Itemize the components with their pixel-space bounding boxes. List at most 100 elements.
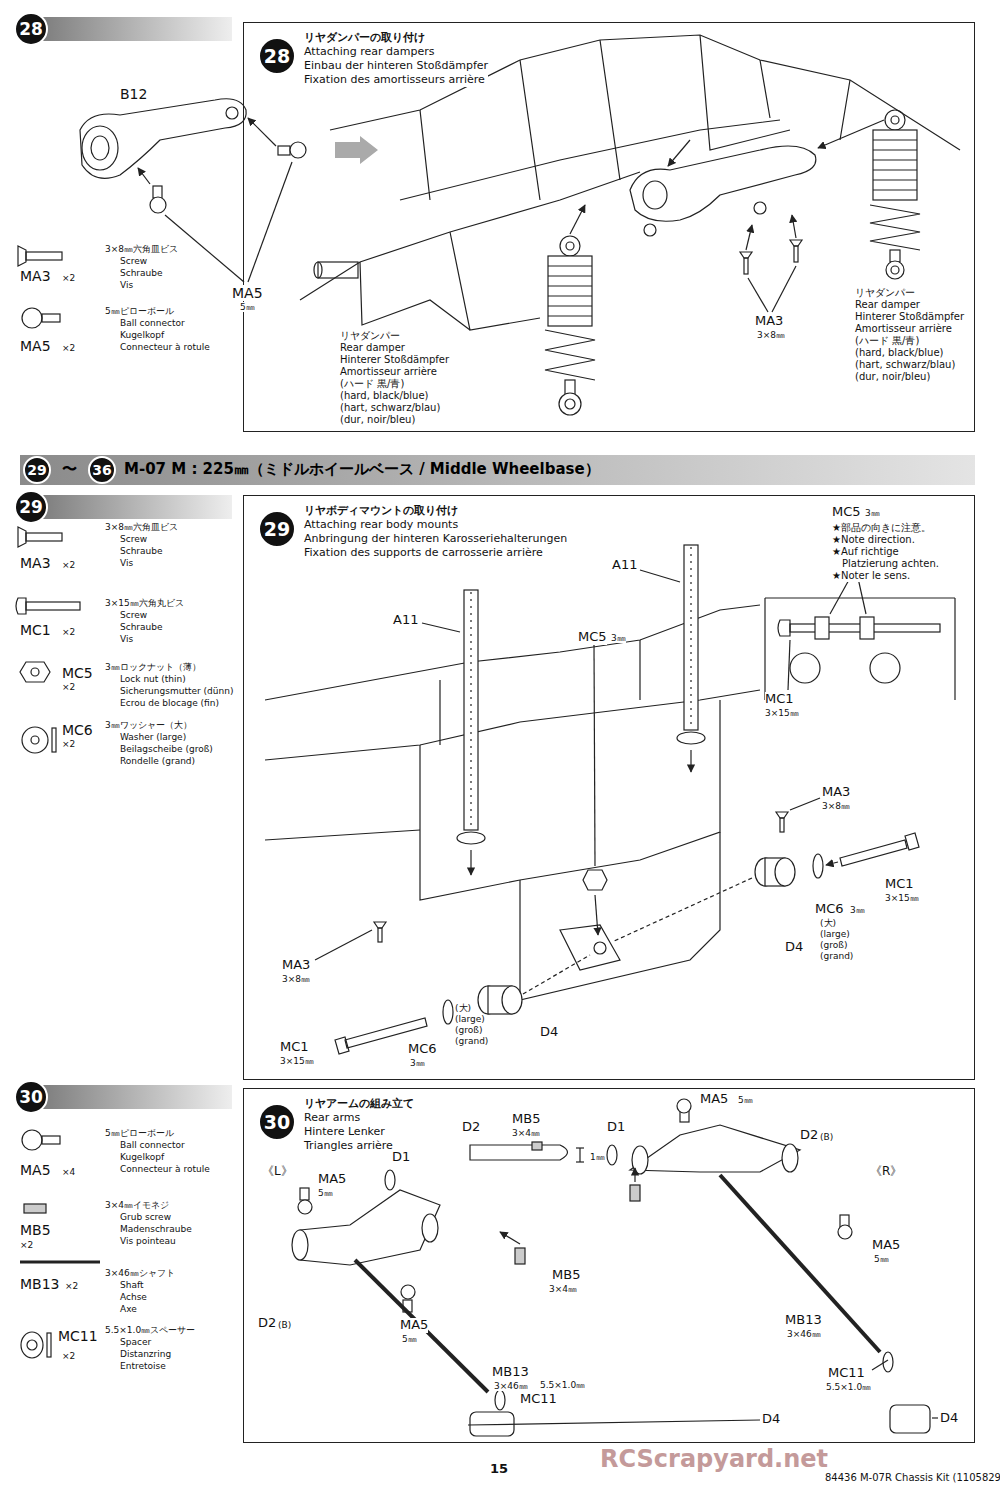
line-art	[82, 126, 118, 170]
step-number-circle: 28	[14, 12, 48, 46]
line-art	[790, 653, 820, 683]
part-code: MA5	[20, 1162, 51, 1178]
line-art	[21, 1332, 43, 1358]
part-code: MA5	[872, 1238, 900, 1253]
note-text: Achse	[120, 1292, 147, 1302]
line-art	[47, 1333, 51, 1357]
part-code: D1	[607, 1120, 625, 1135]
line-art	[870, 653, 900, 683]
note-text: 5㎜	[402, 1334, 417, 1344]
line-art	[594, 942, 606, 954]
note-text: (大)	[455, 1003, 471, 1013]
note-text: (groß)	[820, 940, 847, 950]
line-art	[775, 858, 795, 886]
line-art	[790, 240, 802, 246]
part-code: MC1	[280, 1040, 309, 1055]
note-text: (ハード 黒/青)	[855, 335, 919, 347]
part-code: MB13	[20, 1276, 60, 1292]
note-text: 《R》	[870, 1165, 902, 1179]
note-text: Ball connector	[120, 1140, 185, 1150]
part-code: MC5	[578, 630, 607, 645]
line-art	[905, 833, 919, 850]
line-art	[576, 1147, 584, 1148]
line-art	[788, 640, 790, 690]
line-art	[30, 495, 232, 519]
line-art	[885, 110, 905, 130]
note-text: (dur, noir/bleu)	[855, 371, 930, 383]
line-art	[500, 1232, 520, 1244]
note-text: (ハード 黒/青)	[340, 378, 404, 390]
note-text: Screw	[120, 610, 147, 620]
line-art	[26, 252, 62, 260]
line-art	[873, 140, 917, 190]
note-text: (groß)	[455, 1025, 482, 1035]
part-code: MC6	[62, 722, 93, 738]
part-code: D4	[940, 1411, 958, 1426]
line-art	[18, 246, 26, 266]
line-art	[776, 812, 788, 818]
line-art	[548, 266, 592, 316]
note-text: Rondelle (grand)	[120, 756, 195, 766]
note-text: 3×15㎜	[765, 708, 799, 718]
line-art	[630, 1125, 800, 1172]
part-code: MC1	[20, 622, 51, 638]
note-text: Connecteur à rotule	[120, 1164, 210, 1174]
line-art	[594, 645, 595, 866]
part-code: MC6	[408, 1042, 437, 1057]
note-text: Beilagscheibe (groß)	[120, 744, 213, 754]
line-art	[778, 620, 790, 636]
step-number: 30	[19, 1087, 43, 1107]
step-number: 28	[19, 19, 43, 39]
note-text: ★Note direction.	[832, 534, 915, 546]
line-art	[470, 592, 471, 828]
step-number: 29	[264, 518, 290, 540]
line-art	[873, 130, 917, 200]
note-text: (大)	[820, 918, 836, 928]
note-text: ×2	[62, 560, 75, 570]
note-text: (hart, schwarz/blau)	[855, 359, 955, 371]
line-art	[764, 598, 765, 700]
panel-title: リヤダンパーの取り付けAttaching rear dampersEinbau …	[304, 31, 488, 87]
line-art	[495, 1390, 505, 1410]
part-code: D2	[462, 1120, 480, 1135]
line-art	[385, 1170, 395, 1190]
note-text: Platzierung achten.	[842, 558, 939, 570]
note-text: 3×8㎜六角皿ビス	[105, 244, 178, 254]
part-code: MA3	[20, 555, 51, 571]
line-art	[794, 246, 798, 262]
line-art	[532, 1142, 542, 1150]
note-text: Screw	[120, 256, 147, 266]
note-text: Schraube	[120, 622, 163, 632]
line-art	[42, 314, 60, 322]
line-art	[52, 728, 56, 752]
note-text: 3×8㎜	[822, 801, 850, 811]
part-code: B12	[120, 86, 147, 102]
line-art	[826, 862, 838, 865]
line-art	[740, 252, 752, 258]
panel-title: リヤボディマウントの取り付けAttaching rear body mounts…	[304, 504, 567, 560]
title-line: Einbau der hinteren Stoßdämpfer	[304, 59, 488, 73]
note-text: 3×46㎜	[494, 1381, 528, 1391]
line-art	[772, 266, 796, 312]
line-art	[583, 870, 607, 890]
line-art	[840, 840, 907, 866]
line-art	[422, 623, 460, 632]
note-text: 3×46㎜	[787, 1329, 821, 1339]
line-art	[26, 602, 80, 610]
part-code: MB5	[512, 1112, 540, 1127]
line-art	[595, 895, 598, 935]
line-art	[630, 1185, 640, 1201]
note-text: Madenschraube	[120, 1224, 192, 1234]
line-art	[690, 750, 691, 772]
note-text: Lock nut (thin)	[120, 674, 186, 684]
note-text: Vis	[120, 280, 133, 290]
line-art	[932, 1417, 938, 1418]
note-text: 1㎜	[590, 1152, 605, 1162]
note-text: ×2	[62, 343, 75, 353]
note-text: ×2	[62, 627, 75, 637]
note-text: Washer (large)	[120, 732, 186, 742]
note-text: Schraube	[120, 268, 163, 278]
part-code: MA5	[232, 285, 263, 301]
section-band: 〜M-07 M : 225㎜（ミドルホイールベース / Middle Wheel…	[20, 455, 975, 485]
